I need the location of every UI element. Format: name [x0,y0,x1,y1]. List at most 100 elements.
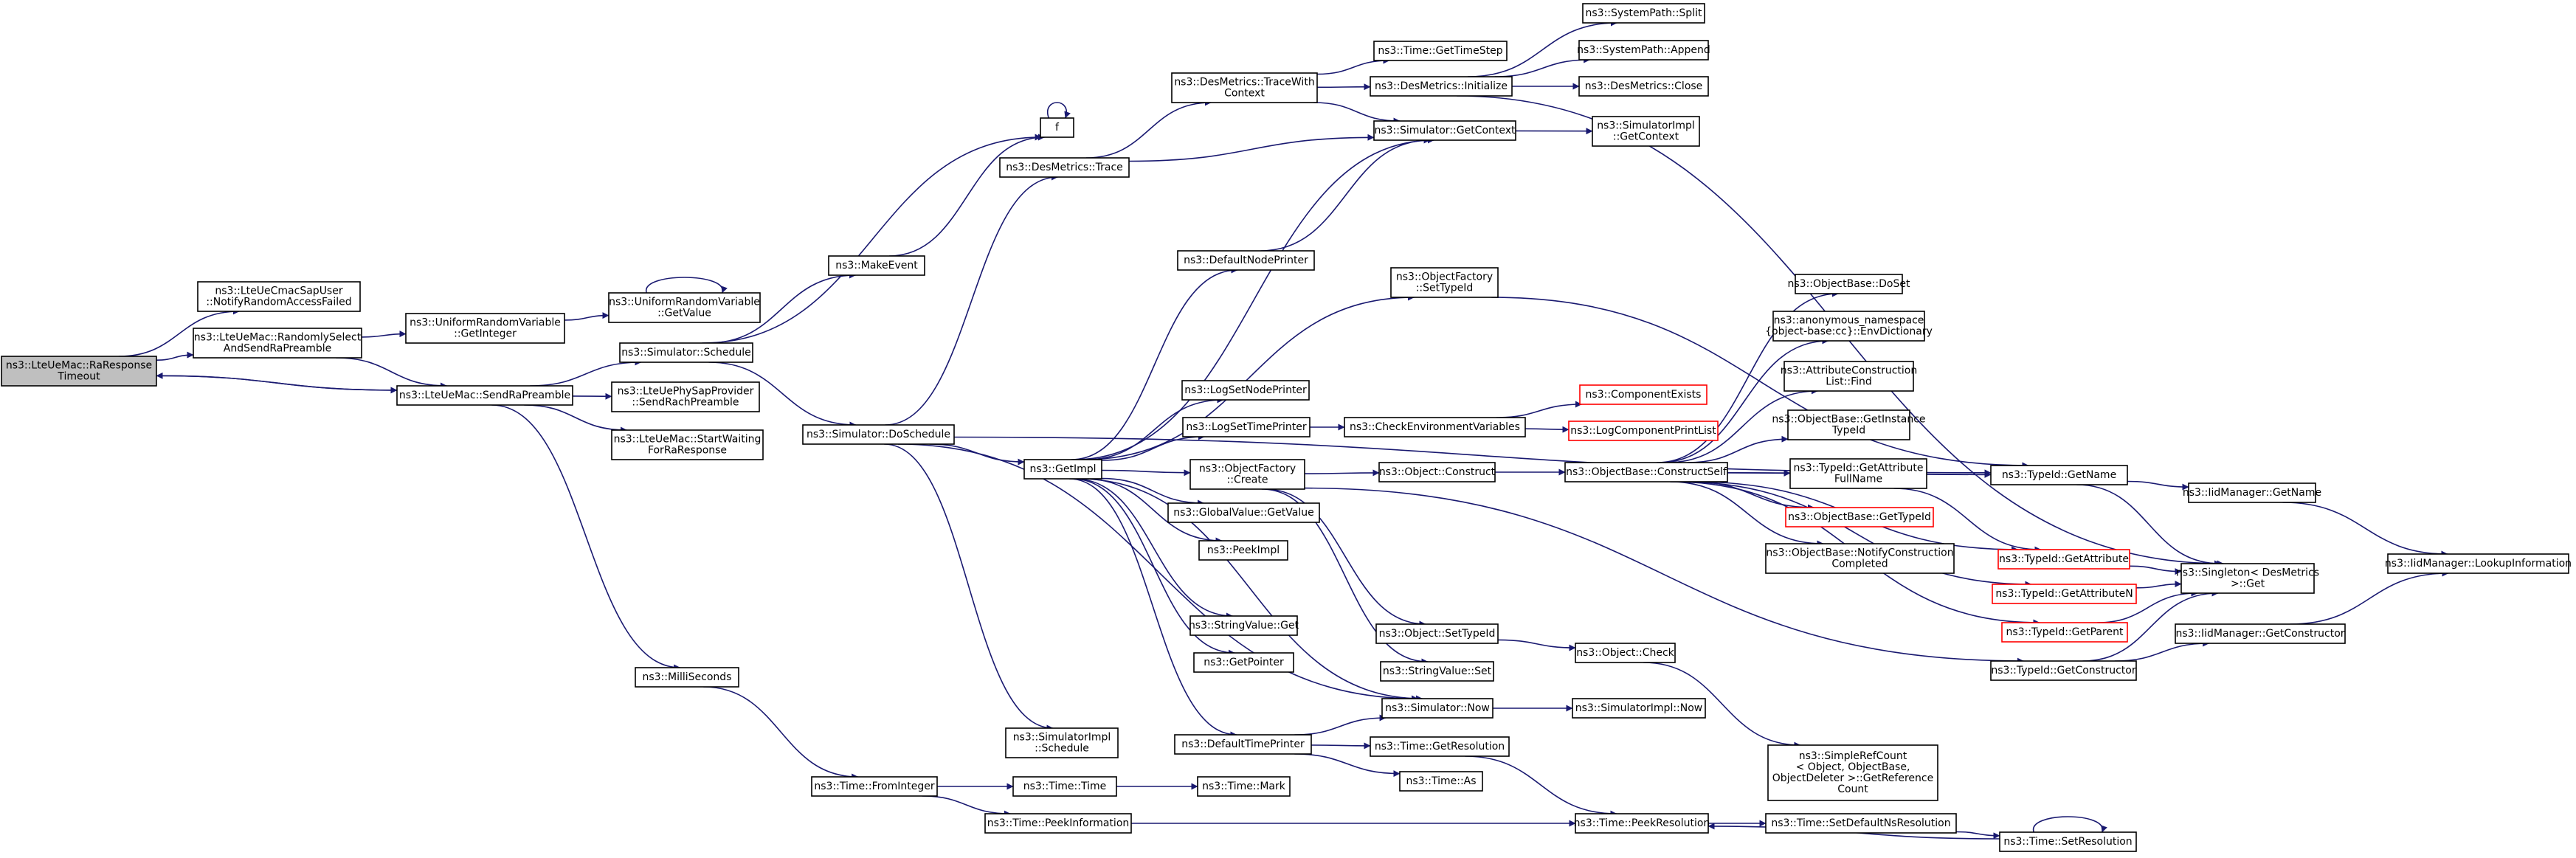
graph-node-n3[interactable]: ns3::LteUeMac::SendRaPreamble [396,385,573,406]
node-box [1575,813,1709,834]
graph-node-n47[interactable]: ns3::Time::Time [1012,776,1117,797]
graph-node-n31[interactable]: ns3::Object::Construct [1378,462,1496,482]
graph-node-n7[interactable]: ns3::LteUePhySapProvider::SendRachPreamb… [611,381,760,412]
node-box [1789,458,1927,489]
node-label: TypeId [1831,425,1865,437]
graph-node-n61[interactable]: ns3::IidManager::GetName [2183,482,2321,503]
graph-node-n44[interactable]: ns3::Time::GetResolution [1370,736,1510,757]
node-box [1370,76,1513,97]
node-label: ns3::ObjectBase::DoSet [1788,278,1910,290]
graph-node-n42[interactable]: ns3::SimulatorImpl::Schedule [1005,727,1119,758]
graph-node-n62[interactable]: ns3::TypeId::GetAttribute [1997,549,2130,570]
edge-n22-n23 [1071,266,1238,460]
graph-node-n15[interactable]: ns3::Time::GetTimeStep [1373,41,1508,61]
node-label: ns3::StringValue::Set [1383,665,1492,677]
graph-node-n9[interactable]: ns3::MilliSeconds [635,667,739,688]
graph-node-n59[interactable]: ns3::ObjectBase::NotifyConstructionCompl… [1765,543,1955,574]
graph-node-n21[interactable]: ns3::SimulatorImpl::GetContext [1592,116,1700,147]
graph-node-n49[interactable]: ns3::Time::PeekInformation [984,813,1132,834]
edge-n2-n3 [336,357,447,390]
graph-node-n54[interactable]: ns3::anonymous_namespace{object-base:cc}… [1765,311,1933,342]
graph-node-n60[interactable]: ns3::TypeId::GetName [1990,465,2128,485]
node-label: ns3::LteUePhySapProvider [618,386,754,398]
graph-node-n20[interactable]: ns3::Simulator::GetContext [1373,120,1516,141]
node-label: ns3::DesMetrics::Trace [1006,162,1123,173]
graph-node-n51[interactable]: ns3::Time::SetDefaultNsResolution [1765,813,1957,834]
node-label: ns3::Object::Check [1576,647,1674,659]
graph-node-n28[interactable]: ns3::ComponentExists [1579,384,1707,405]
node-label: ::Schedule [1035,743,1089,755]
graph-node-n40[interactable]: ns3::Simulator::Now [1381,698,1494,719]
node-box [1997,549,2130,570]
node-label: ns3::DesMetrics::Initialize [1375,80,1508,92]
graph-node-n5[interactable]: ns3::UniformRandomVariable::GetValue [608,292,761,323]
edge-n0-n1 [118,308,240,357]
edge-n37-n39 [1497,639,1576,651]
graph-node-n68[interactable]: ns3::IidManager::LookupInformation [2385,553,2572,574]
graph-node-n32[interactable]: ns3::ObjectBase::ConstructSelf [1564,462,1728,482]
graph-node-n46[interactable]: ns3::Time::FromInteger [811,776,938,797]
graph-node-n27[interactable]: ns3::CheckEnvironmentVariables [1344,417,1526,437]
graph-node-n4[interactable]: ns3::UniformRandomVariable::GetInteger [405,313,565,344]
node-box [1171,72,1318,103]
graph-node-n6[interactable]: ns3::Simulator::Schedule [619,342,753,363]
graph-node-n10[interactable]: ns3::MakeEvent [828,255,925,276]
edge-n3-n8 [524,404,628,434]
graph-node-n38[interactable]: ns3::StringValue::Set [1380,661,1494,682]
node-box [1390,267,1499,298]
graph-node-n16[interactable]: ns3::DesMetrics::Initialize [1370,76,1513,97]
graph-node-n30[interactable]: ns3::ObjectFactory::Create [1189,459,1305,490]
nodes-layer: ns3::LteUeMac::RaResponseTimeoutns3::Lte… [1,3,2572,852]
graph-node-n2[interactable]: ns3::LteUeMac::RandomlySelectAndSendRaPr… [193,328,362,359]
graph-node-n48[interactable]: ns3::Time::Mark [1197,776,1291,797]
graph-node-n50[interactable]: ns3::Time::PeekResolution [1574,813,1710,834]
edge-n12-n42 [884,443,1054,732]
graph-node-n66[interactable]: ns3::IidManager::GetConstructor [2175,623,2346,644]
graph-node-n36[interactable]: ns3::GetPointer [1193,652,1294,673]
graph-node-n19[interactable]: ns3::DesMetrics::Close [1578,76,1709,97]
graph-node-n29[interactable]: ns3::LogComponentPrintList [1568,421,1719,441]
graph-node-n22[interactable]: ns3::GetImpl [1023,459,1102,480]
graph-node-n67[interactable]: ns3::Singleton< DesMetrics>::Get [2176,563,2319,594]
graph-node-n17[interactable]: ns3::SystemPath::Split [1582,3,1705,24]
node-label: List::Find [1826,376,1872,388]
graph-node-n12[interactable]: ns3::Simulator::DoSchedule [802,424,955,445]
edge-n4-n5 [564,312,610,321]
node-box [984,813,1132,834]
graph-node-n45[interactable]: ns3::Time::As [1399,771,1483,792]
node-box [1378,462,1496,482]
graph-node-n11[interactable]: f [1040,117,1074,138]
graph-node-n52[interactable]: ns3::Time::SetResolution [1999,831,2137,852]
graph-node-n1[interactable]: ns3::LteUeCmacSapUser::NotifyRandomAcces… [197,281,361,312]
graph-node-n69[interactable]: ns3::SimpleRefCount< Object, ObjectBase,… [1767,744,1938,801]
graph-node-n26[interactable]: ns3::LogSetTimePrinter [1182,417,1311,437]
graph-node-n39[interactable]: ns3::Object::Check [1575,643,1676,663]
node-box [1772,311,1925,342]
graph-node-n23[interactable]: ns3::DefaultNodePrinter [1177,250,1315,271]
graph-node-n25[interactable]: ns3::LogSetNodePrinter [1181,380,1310,401]
graph-node-n58[interactable]: ns3::ObjectBase::GetTypeId [1785,507,1934,527]
graph-node-n24[interactable]: ns3::ObjectFactory::SetTypeId [1390,267,1499,298]
graph-node-n35[interactable]: ns3::StringValue::Get [1189,615,1299,636]
node-label: ns3::TypeId::GetAttributeN [1995,588,2133,600]
node-label: ns3::Singleton< DesMetrics [2176,567,2319,579]
graph-node-n65[interactable]: ns3::TypeId::GetConstructor [1990,660,2137,681]
graph-node-n64[interactable]: ns3::TypeId::GetParent [2001,622,2128,643]
graph-node-n43[interactable]: ns3::DefaultTimePrinter [1174,734,1312,755]
graph-node-n13[interactable]: ns3::DesMetrics::Trace [999,157,1130,178]
node-label: ns3::IidManager::LookupInformation [2385,558,2572,570]
graph-node-n53[interactable]: ns3::ObjectBase::DoSet [1788,274,1910,294]
graph-node-n34[interactable]: ns3::PeekImpl [1198,540,1288,561]
graph-node-n37[interactable]: ns3::Object::SetTypeId [1375,623,1499,644]
graph-node-n63[interactable]: ns3::TypeId::GetAttributeN [1992,584,2137,604]
graph-node-n33[interactable]: ns3::GlobalValue::GetValue [1167,502,1320,523]
graph-node-n41[interactable]: ns3::SimulatorImpl::Now [1572,698,1706,719]
graph-node-n18[interactable]: ns3::SystemPath::Append [1577,40,1710,60]
